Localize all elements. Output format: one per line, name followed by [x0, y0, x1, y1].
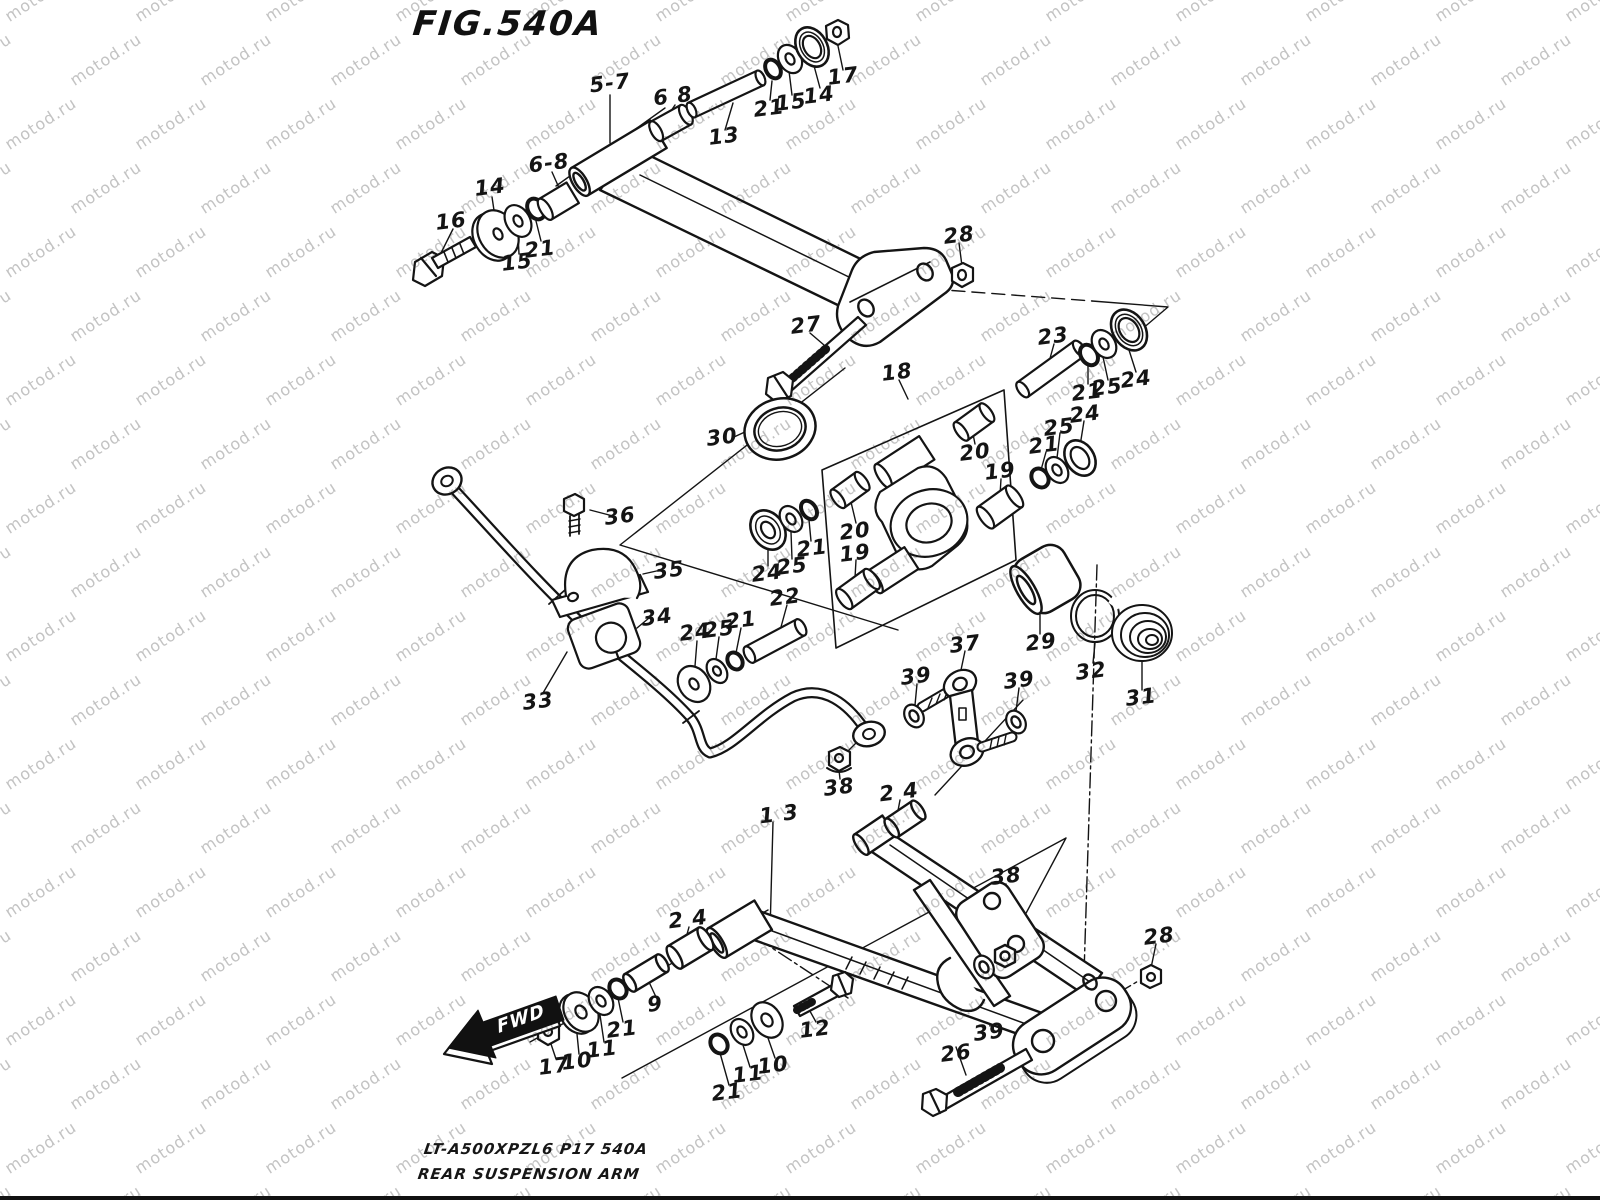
stabilizer-mount — [550, 492, 650, 670]
bottom-middle-chain — [708, 970, 855, 1056]
bolt-26 — [920, 1047, 1034, 1118]
top-fastener-chain — [648, 18, 851, 143]
cushion-lever-parts — [829, 402, 1025, 611]
upper-left-fastener-chain — [411, 181, 580, 288]
bolt-36-head — [562, 492, 586, 518]
nut-28-bottom — [1139, 963, 1163, 990]
rod-22 — [742, 618, 808, 664]
flange-nut-38 — [826, 745, 852, 773]
bolt-27 — [764, 315, 868, 404]
bushing-29 — [1009, 543, 1082, 616]
seal-washer-bearing-left — [749, 498, 820, 551]
bottom-border-line — [0, 1196, 1600, 1200]
cushion-lever-box-18 — [821, 389, 1017, 649]
stabilizer-link-37 — [903, 668, 1027, 767]
stabilizer-bar-33 — [431, 466, 886, 759]
bracket-35-arch — [564, 547, 642, 600]
model-code: LT-A500XPZL6 P17 540A — [422, 1140, 650, 1158]
stabilizer-washer-trio — [676, 650, 745, 704]
nut-28-top — [950, 261, 975, 289]
seal-30 — [743, 397, 817, 461]
lower-arm — [622, 799, 1138, 1084]
boot-31 — [1111, 604, 1173, 662]
figure-caption: REAR SUSPENSION ARM — [416, 1165, 642, 1183]
fwd-arrow — [442, 995, 565, 1066]
figure-title: FIG.540A — [410, 4, 606, 44]
pivot-shaft-23-chain — [1015, 308, 1149, 399]
knuckle-bracket — [936, 956, 986, 1013]
seal-washer-bearing-right — [1029, 439, 1097, 490]
bushing-34 — [566, 602, 642, 670]
upper-arm — [568, 119, 955, 348]
